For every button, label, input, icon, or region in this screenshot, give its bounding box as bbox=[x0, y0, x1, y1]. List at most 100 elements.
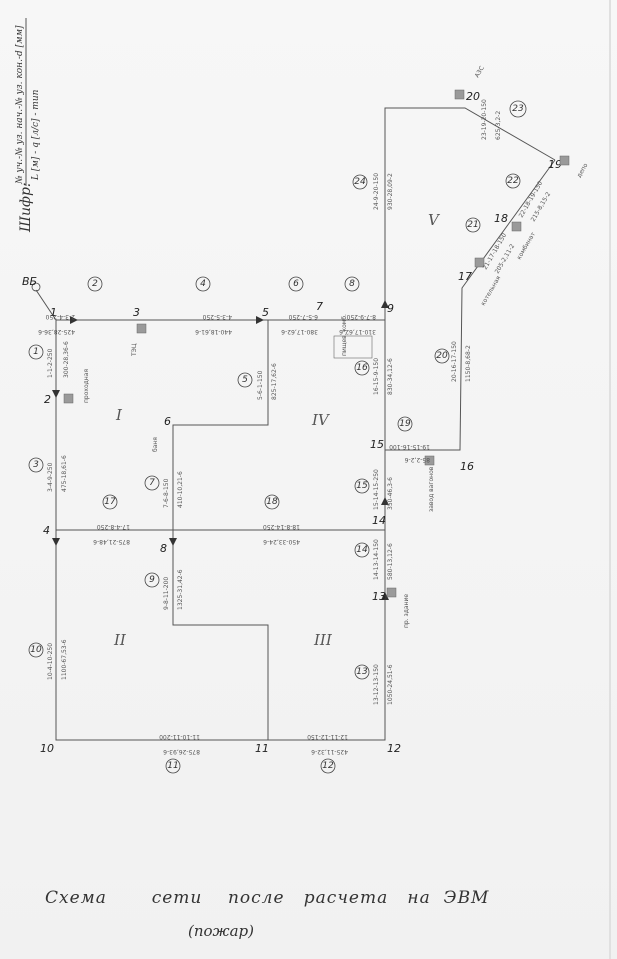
section-19: 19 bbox=[399, 419, 411, 429]
pipe-8-11 bbox=[172, 530, 269, 740]
section-23: 23 bbox=[512, 104, 524, 114]
flow-arrows bbox=[52, 300, 389, 600]
section-parameters: 1-1-2-250 300-28,36-6 2-3-4-250 425-28,3… bbox=[38, 99, 552, 755]
s7-params-b: 410-10,21-6 bbox=[177, 471, 184, 508]
consumer-tc: ТЭЦ bbox=[131, 343, 138, 357]
s1-params-b: 300-28,36-6 bbox=[63, 341, 70, 378]
section-13: 13 bbox=[356, 667, 368, 677]
node-label-4: 4 bbox=[43, 524, 50, 537]
s9-params-a: 9-8-11-200 bbox=[163, 577, 170, 610]
s24-params-a: 24-9-20-150 bbox=[373, 173, 380, 210]
s12-params-b: 425-11,32-6 bbox=[311, 748, 348, 755]
s17-params-b: 875-21,48-6 bbox=[93, 538, 130, 545]
s15-params-a: 15-14-15-250 bbox=[373, 469, 380, 510]
ring-4: IV bbox=[311, 411, 331, 429]
s13-params-b: 1050-24,51-6 bbox=[387, 664, 394, 705]
node-label-18: 18 bbox=[494, 212, 508, 225]
s3-params-b: 475-18,61-6 bbox=[61, 455, 68, 492]
node-labels: ВБ 1 2 3 4 5 6 7 8 9 10 11 12 13 14 15 1… bbox=[22, 90, 562, 755]
node-label-6: 6 bbox=[164, 415, 171, 428]
section-14: 14 bbox=[356, 545, 368, 555]
section-markers: 1 2 3 4 5 6 7 8 9 10 11 12 13 14 15 16 1… bbox=[28, 100, 527, 774]
section-22: 22 bbox=[507, 176, 519, 186]
node-label-bs: ВБ bbox=[22, 275, 37, 288]
section-21: 21 bbox=[467, 220, 478, 230]
section-20: 20 bbox=[436, 351, 448, 361]
s11-params-b: 875-26,93-6 bbox=[163, 748, 200, 755]
consumer-zavod: завод вагонов bbox=[428, 466, 435, 512]
s7-params-a: 7-6-8-150 bbox=[163, 478, 170, 508]
s8-params-b: 310-17,62-6 bbox=[339, 328, 376, 335]
section-15: 15 bbox=[356, 481, 368, 491]
pipe-15-16-17-19 bbox=[385, 159, 556, 451]
node-label-8: 8 bbox=[160, 542, 167, 555]
node-label-7: 7 bbox=[316, 300, 323, 313]
consumer-square-kombinat bbox=[511, 221, 522, 232]
consumer-kotelnaya: котельная bbox=[480, 275, 503, 307]
ring-1: I bbox=[115, 406, 123, 424]
consumer-square-pr-zdanie bbox=[386, 587, 397, 598]
s14-params-a: 14-13-14-150 bbox=[373, 539, 380, 580]
s20-params-b: 1150-8,68-2 bbox=[465, 345, 472, 382]
s15-params-b: 350-46,3-6 bbox=[387, 477, 394, 510]
node-label-9: 9 bbox=[387, 302, 394, 315]
s10-params-a: 10-4-10-250 bbox=[47, 643, 54, 680]
s5-params-a: 5-6-1-150 bbox=[257, 370, 264, 400]
consumer-azs: АЗС bbox=[474, 65, 486, 79]
s19-params-a: 19-15-16-100 bbox=[389, 443, 430, 450]
node-label-10: 10 bbox=[40, 742, 54, 755]
s4-params-b: 440-18,61-6 bbox=[195, 328, 232, 335]
pipe-network bbox=[31, 107, 556, 741]
cipher-numerator: № уч.-№ уз. нач.-№ уз. кон.-d [мм] bbox=[15, 25, 25, 185]
consumer-square-depo bbox=[559, 155, 570, 166]
s9-params-b: 1325-31,42-6 bbox=[177, 569, 184, 610]
ring-5: V bbox=[428, 211, 441, 229]
ring-3: III bbox=[313, 631, 333, 649]
section-4: 4 bbox=[200, 279, 206, 289]
node-label-12: 12 bbox=[387, 742, 401, 755]
consumer-square-azs bbox=[454, 89, 465, 100]
s19-params-b: 85-2,2-6 bbox=[404, 456, 430, 463]
section-1: 1 bbox=[33, 347, 39, 357]
node-label-2: 2 bbox=[44, 393, 51, 406]
s10-params-b: 1100-67,53-6 bbox=[61, 639, 68, 680]
node-label-17: 17 bbox=[458, 270, 472, 283]
consumer-square-tc bbox=[136, 323, 147, 334]
node-label-5: 5 bbox=[262, 306, 269, 319]
pipe-5-8 bbox=[172, 320, 269, 530]
cipher-legend: Шифр: № уч.-№ уз. нач.-№ уз. кон.-d [мм]… bbox=[15, 18, 41, 233]
section-2: 2 bbox=[92, 279, 98, 289]
source-node bbox=[31, 282, 41, 292]
s11-params-a: 11-10-11-200 bbox=[159, 733, 200, 740]
consumer-depo: депо bbox=[576, 162, 590, 179]
s2-params-a: 2-3-4-250 bbox=[45, 313, 75, 320]
s6-params-b: 380-17,62-6 bbox=[281, 328, 318, 335]
consumer-box-plant bbox=[333, 335, 373, 359]
ring-2: II bbox=[113, 631, 127, 649]
section-12: 12 bbox=[322, 761, 334, 771]
consumer-pr-zdanie: пр. здание bbox=[403, 594, 410, 628]
consumer-kombinat: комбинат bbox=[516, 231, 538, 261]
consumer-square-kotelnaya bbox=[474, 257, 485, 268]
section-17: 17 bbox=[104, 497, 116, 507]
section-7: 7 bbox=[149, 478, 155, 488]
caption-title: Схема сети после расчета на ЭВМ bbox=[45, 888, 490, 908]
section-5: 5 bbox=[242, 375, 248, 385]
node-label-16: 16 bbox=[460, 460, 474, 473]
s24-params-b: 930-28,09-2 bbox=[387, 173, 394, 210]
pipe-9-20-19 bbox=[384, 107, 556, 320]
s14-params-b: 580-13,12-6 bbox=[387, 543, 394, 580]
s5-params-b: 825-17,62-6 bbox=[271, 363, 278, 400]
s16-params-a: 16-15-9-150 bbox=[373, 358, 380, 395]
consumer-proh: проходная bbox=[83, 369, 90, 403]
s23-params-a: 23-19-20-150 bbox=[481, 99, 488, 140]
section-9: 9 bbox=[149, 575, 155, 585]
section-8: 8 bbox=[349, 279, 355, 289]
pipe-source bbox=[35, 289, 57, 321]
s3-params-a: 3-4-9-250 bbox=[47, 462, 54, 492]
s2-params-b: 425-28,36-6 bbox=[38, 328, 75, 335]
section-24: 24 bbox=[354, 177, 366, 187]
s4-params-a: 4-3-5-250 bbox=[202, 313, 232, 320]
